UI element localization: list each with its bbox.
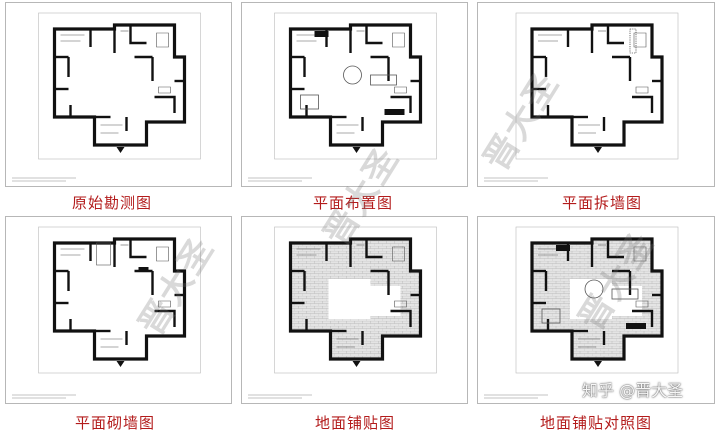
room-white-area — [328, 279, 371, 319]
dimension-frame — [274, 226, 437, 374]
floor-plan-drawing — [248, 226, 437, 399]
title-block-line — [248, 394, 312, 399]
entrance-arrow-icon — [116, 147, 125, 153]
fixture-line — [392, 246, 405, 262]
fixture-line — [633, 246, 647, 262]
inner-wall — [154, 309, 176, 327]
new-wall-room — [96, 242, 111, 266]
inner-wall — [632, 95, 654, 113]
inner-wall — [632, 309, 654, 327]
entrance-arrow-icon — [352, 361, 361, 367]
floor-plan-sheet-demolition — [477, 2, 715, 187]
demolished-wall — [629, 28, 637, 54]
fixture-line — [158, 86, 171, 94]
fixture-line — [633, 32, 647, 48]
caption-original: 原始勘测图 — [72, 194, 153, 212]
floor-plan-drawing — [12, 226, 201, 399]
floor-plan-sheet-masonry — [5, 216, 232, 404]
inner-wall — [365, 239, 383, 259]
caption-flooring: 地面铺贴图 — [315, 414, 396, 432]
title-block-line — [248, 177, 312, 182]
plan-group — [274, 226, 437, 374]
floor-plan-drawing — [484, 12, 679, 182]
dining-table — [584, 279, 604, 299]
floor-plan-sheet-flooring — [241, 216, 468, 404]
author-credit: 知乎 @晋大圣 — [582, 381, 684, 400]
caption-masonry: 平面砌墙图 — [75, 414, 156, 432]
entrance-arrow-icon — [594, 361, 602, 367]
fixture-line — [158, 300, 171, 308]
title-block-line — [12, 394, 76, 399]
plan-group — [38, 226, 201, 374]
floor-plan-sheet-flooring-compare — [477, 216, 715, 404]
fixture-line — [635, 86, 649, 94]
fixture-line — [394, 300, 407, 308]
floor-plan-sheet-layout — [241, 2, 468, 187]
cabinet — [626, 323, 646, 329]
fixture-line — [392, 32, 405, 48]
caption-layout: 平面布置图 — [313, 194, 394, 212]
dimension-frame — [38, 226, 201, 374]
bed — [541, 308, 561, 324]
outer-wall — [52, 237, 187, 361]
fixture-line — [156, 32, 169, 48]
dimension-frame — [38, 12, 201, 160]
inner-wall — [129, 239, 147, 259]
bed — [300, 94, 319, 110]
entrance-arrow-icon — [594, 147, 602, 153]
plan-group — [38, 12, 201, 160]
outer-wall — [52, 23, 187, 147]
inner-wall — [606, 239, 624, 259]
inner-wall — [390, 95, 412, 113]
room-white-area — [570, 279, 612, 319]
title-block-line — [484, 394, 548, 399]
fixture-line — [394, 86, 407, 94]
outer-wall — [530, 23, 664, 147]
inner-wall — [129, 25, 147, 45]
cabinet — [556, 245, 570, 251]
title-block-line — [484, 177, 548, 182]
floor-plan-drawing — [248, 12, 437, 182]
sofa — [611, 288, 639, 300]
inner-wall — [154, 95, 176, 113]
inner-wall — [606, 25, 624, 45]
floor-plan-drawing — [484, 226, 679, 399]
floor-plan-sheet-original — [5, 2, 232, 187]
caption-demolition: 平面拆墙图 — [562, 194, 643, 212]
dimension-frame — [274, 12, 437, 160]
caption-flooring-compare: 地面铺贴对照图 — [540, 414, 653, 432]
new-wall — [138, 267, 149, 271]
cabinet — [314, 31, 329, 37]
dimension-frame — [515, 12, 679, 160]
fixture-line — [635, 300, 649, 308]
plan-group — [515, 226, 679, 374]
fixture-line — [156, 246, 169, 262]
plan-group — [515, 12, 679, 160]
plan-group — [274, 12, 437, 160]
inner-wall — [390, 309, 412, 327]
entrance-arrow-icon — [116, 361, 125, 367]
dimension-frame — [515, 226, 679, 374]
outer-wall — [288, 23, 423, 147]
floor-plan-drawing — [12, 12, 201, 182]
cabinet — [384, 109, 405, 115]
title-block-line — [12, 177, 76, 182]
sofa — [370, 74, 397, 86]
inner-wall — [365, 25, 383, 45]
entrance-arrow-icon — [352, 147, 361, 153]
dining-table — [343, 65, 362, 85]
